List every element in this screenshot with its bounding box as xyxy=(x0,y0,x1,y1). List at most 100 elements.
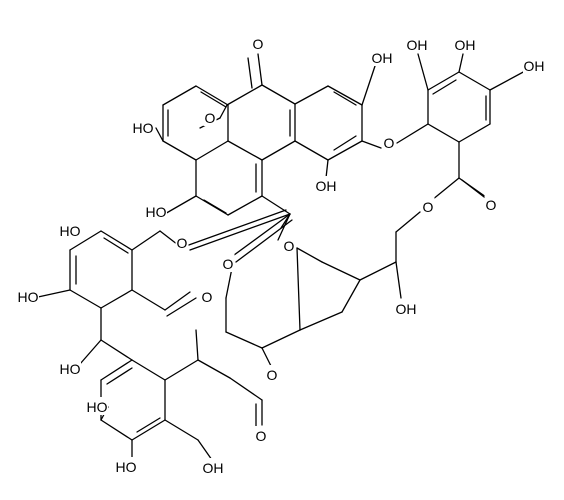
bond-line xyxy=(131,419,166,441)
bond-line xyxy=(226,84,263,106)
atom-label-oh-mid: OH xyxy=(316,178,337,194)
bond-line xyxy=(359,261,397,281)
bond-line xyxy=(185,209,287,247)
bond-line xyxy=(37,289,71,298)
bond-line xyxy=(203,199,227,214)
bond-line xyxy=(277,213,291,241)
bond-line xyxy=(195,195,229,216)
atom-label-background xyxy=(202,458,224,476)
atom-label-oh-bottom-3: OH xyxy=(203,460,224,476)
bond-line xyxy=(229,213,291,259)
bond-line xyxy=(225,331,263,349)
atom-label-oh-top-right-1: OH xyxy=(407,37,428,53)
atom-label-o-carbonyl-bottom: O xyxy=(256,428,267,444)
atom-label-oh-top-right-2: OH xyxy=(455,37,476,53)
atom-label-o-ether: O xyxy=(384,135,395,151)
atom-label-background xyxy=(59,221,81,239)
bond-line xyxy=(103,237,129,254)
atom-label-background xyxy=(265,365,279,383)
bond-line xyxy=(341,279,361,313)
bond-line xyxy=(458,53,464,73)
bond-line xyxy=(162,140,197,161)
atom-label-background xyxy=(395,299,417,317)
bond-line xyxy=(229,377,263,401)
bond-line xyxy=(162,195,197,216)
bond-line xyxy=(395,261,402,299)
bond-line xyxy=(100,339,133,361)
bond-line xyxy=(461,179,489,201)
atom-label-oh-left-upper: HO xyxy=(133,120,154,136)
bond-line xyxy=(361,65,376,106)
bond-line xyxy=(294,140,329,161)
atom-label-o-carbonyl-left: O xyxy=(177,235,188,251)
bond-line xyxy=(164,359,199,381)
bond-line xyxy=(296,247,301,331)
bond-line xyxy=(195,329,199,361)
atom-label-background xyxy=(254,426,268,444)
bond-line xyxy=(261,84,296,105)
bond-line xyxy=(431,177,460,201)
atom-label-o-lactone-carbonyl: O xyxy=(253,36,264,52)
atom-label-background xyxy=(17,287,39,305)
atom-label-oh-right: OH xyxy=(524,58,545,74)
atom-label-oh-far-left-3: HO xyxy=(60,361,81,377)
atom-label-oh-sugar: OH xyxy=(396,301,417,317)
atom-label-o-ester-left-ring: O xyxy=(202,289,213,305)
bond-line xyxy=(164,419,199,441)
bond-line xyxy=(106,367,133,385)
bond-line xyxy=(79,339,102,365)
bond-line xyxy=(131,230,161,251)
bond-line xyxy=(333,135,357,151)
bond-line xyxy=(155,127,164,142)
bond-line xyxy=(361,140,382,149)
atom-label-o-ring-center: O xyxy=(284,238,295,254)
atom-label-oh-bottom-1: HO xyxy=(87,399,108,415)
bond-line xyxy=(294,85,329,105)
bond-line xyxy=(131,289,166,311)
bond-line xyxy=(197,439,213,461)
bond-line xyxy=(162,85,197,106)
bond-line xyxy=(489,69,528,91)
bond-line xyxy=(427,71,460,91)
atom-label-background xyxy=(175,233,189,251)
atom-label-o-lactone-ring: O xyxy=(205,110,216,126)
atom-label-background xyxy=(406,35,428,53)
bond-line xyxy=(136,417,161,433)
bond-line xyxy=(427,123,460,143)
bond-line xyxy=(197,359,231,379)
bond-line xyxy=(100,230,133,251)
bond-line xyxy=(325,159,329,179)
bond-line xyxy=(69,230,102,251)
bond-line xyxy=(225,267,233,299)
atom-label-background xyxy=(221,254,235,272)
bond-line xyxy=(432,79,457,95)
bond-line xyxy=(333,91,357,106)
bond-line xyxy=(395,211,421,233)
atom-label-background xyxy=(382,133,396,151)
bond-line xyxy=(327,85,363,106)
bond-line xyxy=(261,195,291,215)
bond-line xyxy=(166,297,197,317)
atom-labels: OOHOHOHOHOHOOOHHOOOOOOOHHOHOHOOOOOHOHOOH xyxy=(17,34,545,476)
bond-line xyxy=(227,140,263,161)
atom-label-background xyxy=(200,287,214,305)
atom-label-o-ester-right-ring: O xyxy=(423,199,434,215)
bond-line xyxy=(227,195,263,216)
bond-line xyxy=(195,140,229,161)
bond-line xyxy=(100,419,133,441)
atom-label-background xyxy=(523,56,545,74)
bond-line xyxy=(195,85,229,106)
bond-line xyxy=(200,91,227,108)
atom-label-oh-left-lower: HO xyxy=(146,204,167,220)
atom-label-background xyxy=(145,202,167,220)
bond-line xyxy=(396,123,429,144)
bond-line xyxy=(458,123,491,143)
bond-line xyxy=(164,291,191,311)
atom-label-background xyxy=(315,176,337,194)
bond-line xyxy=(189,213,291,251)
atom-label-background xyxy=(421,197,435,215)
bond-line xyxy=(100,359,133,381)
bond-line xyxy=(131,359,166,381)
atom-label-background xyxy=(115,457,137,475)
